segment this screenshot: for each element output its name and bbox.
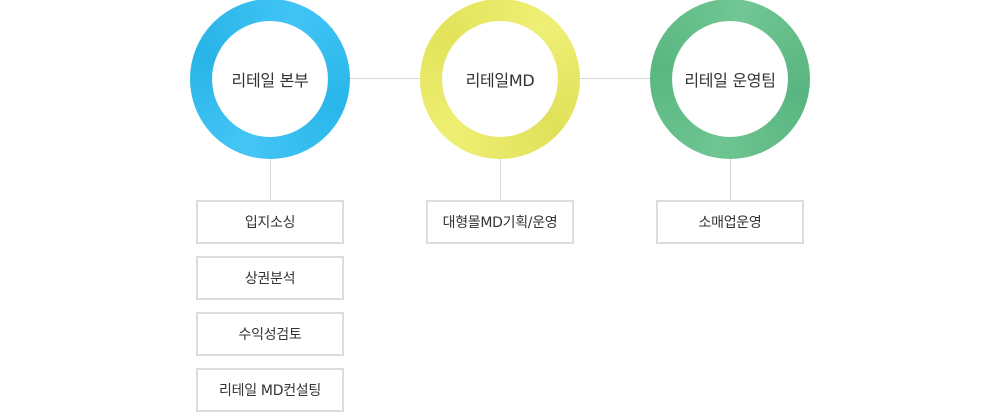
item-site-sourcing: 입지소싱 [196,200,344,244]
hub-retail-md: 리테일MD [420,0,580,159]
item-retail-operation: 소매업운영 [656,200,804,244]
item-retail-md-consulting: 리테일 MD컨설팅 [196,368,344,412]
item-profitability-review: 수익성검토 [196,312,344,356]
hub-label: 리테일MD [465,71,535,90]
hub-retail-headquarters: 리테일 본부 [190,0,350,159]
connector-hub2-down [500,158,501,201]
item-trade-area-analysis: 상권분석 [196,256,344,300]
connector-hub1-down [270,158,271,201]
hub-label: 리테일 운영팀 [684,71,776,90]
item-mall-md-planning: 대형몰MD기획/운영 [426,200,574,244]
connector-hub1-hub2 [345,78,425,79]
connector-hub3-down [730,158,731,201]
connector-hub2-hub3 [575,78,655,79]
hub-label: 리테일 본부 [231,71,309,90]
hub-retail-operations-team: 리테일 운영팀 [650,0,810,159]
